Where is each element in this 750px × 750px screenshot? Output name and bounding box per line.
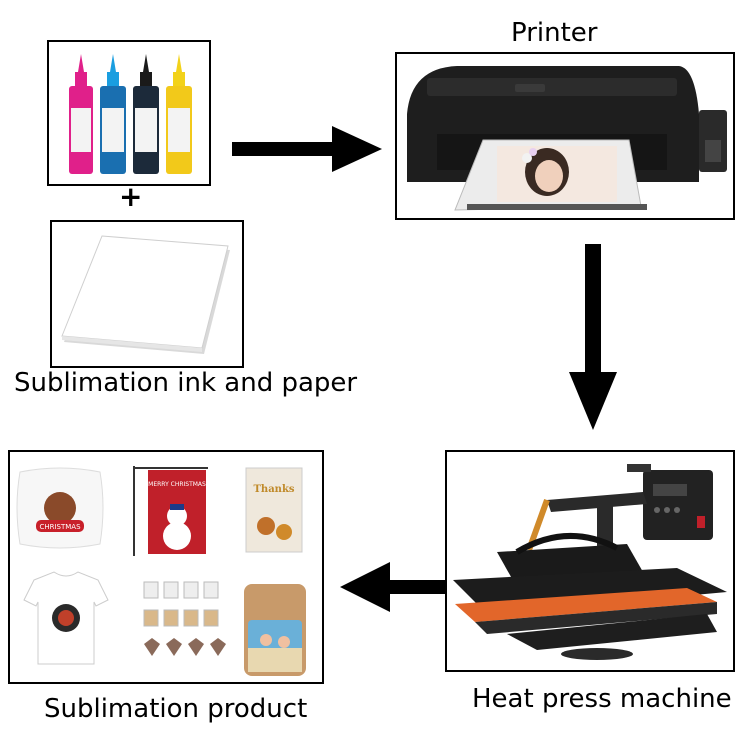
thanks-puzzle-product: Thanks (245, 467, 303, 553)
tshirt-product (23, 571, 109, 665)
heat-press-panel (445, 450, 735, 672)
ink-and-paper-label: Sublimation ink and paper (14, 368, 358, 398)
printer-label: Printer (511, 18, 598, 48)
paper-panel (50, 220, 244, 368)
flag-text: MERRY CHRISTMAS (148, 481, 206, 488)
ink-bottle-yellow (166, 54, 192, 174)
pillow-text: CHRISTMAS (39, 523, 81, 531)
plus-sign: + (119, 180, 143, 213)
garden-flag-product: MERRY CHRISTMAS (133, 466, 208, 556)
heat-press-image (453, 464, 727, 660)
product-label: Sublimation product (44, 694, 308, 724)
products-image: CHRISTMAS MERRY CHRISTMAS Thanks (16, 466, 306, 676)
product-panel: CHRISTMAS MERRY CHRISTMAS Thanks (8, 450, 324, 684)
ink-bottle-magenta (69, 54, 93, 174)
ink-bottle-cyan (100, 54, 126, 174)
arrow-down (569, 244, 617, 430)
thanks-text: Thanks (253, 484, 294, 495)
arrow-left (340, 562, 446, 612)
keychains-product (143, 581, 226, 656)
pillow-product: CHRISTMAS (16, 467, 104, 549)
paper-stack-image (61, 235, 230, 354)
phone-case-product (244, 584, 306, 676)
heat-press-label: Heat press machine (472, 684, 732, 714)
arrow-right (232, 126, 382, 172)
ink-bottles-panel (47, 40, 211, 186)
control-display (653, 484, 687, 496)
ink-bottles-image (69, 54, 192, 174)
ink-bottle-black (133, 54, 159, 174)
printer-panel (395, 52, 735, 220)
printer-image (407, 66, 727, 211)
